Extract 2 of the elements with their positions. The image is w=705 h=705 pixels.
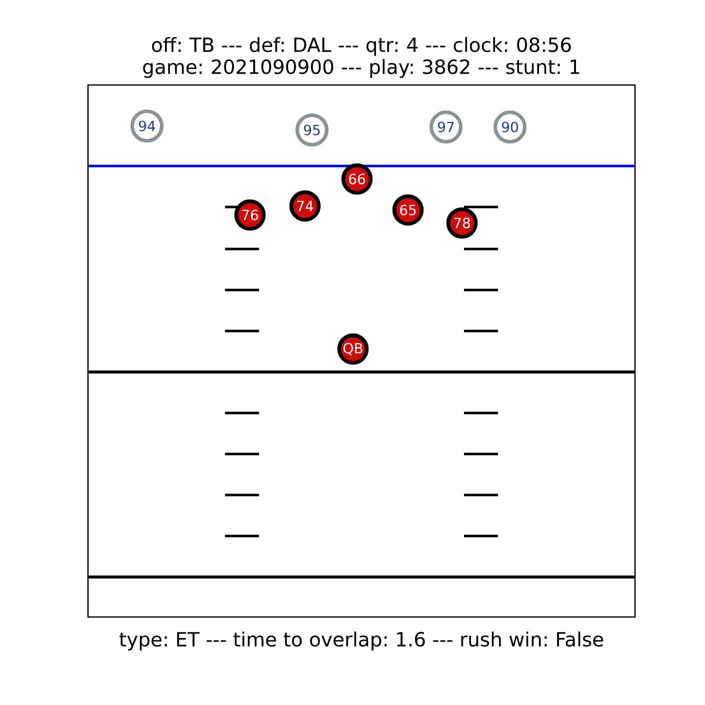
chart-title: off: TB --- def: DAL --- qtr: 4 --- clock: 08:56 game: 2021090900 --- play: 3862 --- stunt: 1 — [143, 37, 580, 78]
caption-text: type: ET --- time to overlap: 1.6 --- rush win: False — [119, 632, 604, 650]
